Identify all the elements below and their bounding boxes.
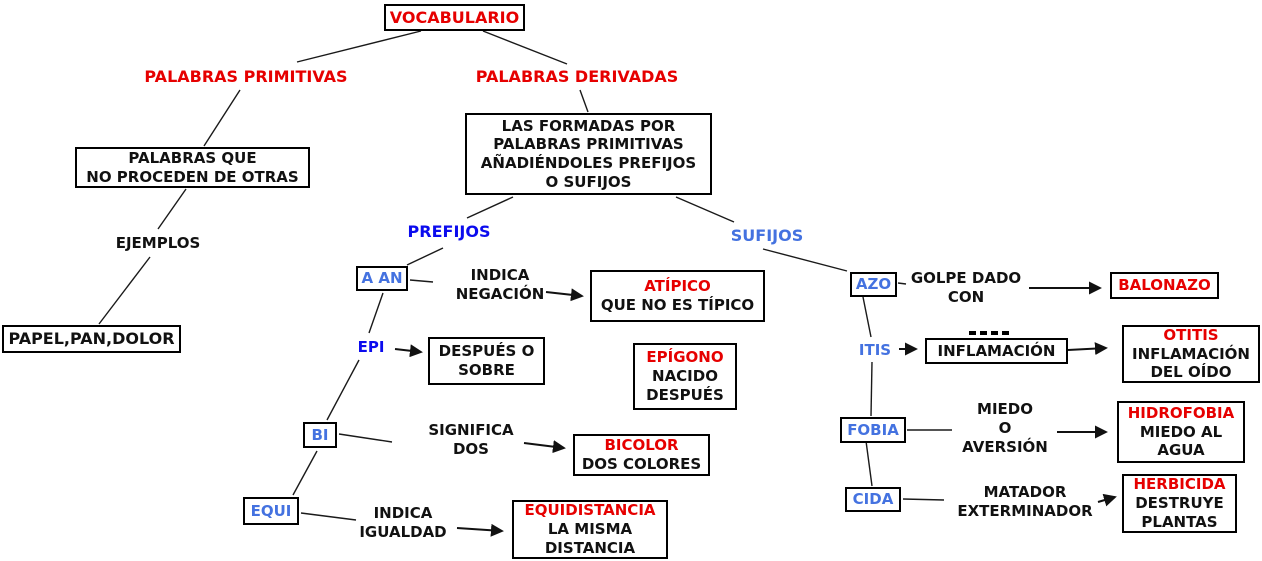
node-ejemplos: EJEMPLOS <box>115 234 201 252</box>
node-sufijo-fobia: FOBIA <box>840 417 906 443</box>
azo-label: AZO <box>855 275 892 294</box>
bi-label: BI <box>311 425 329 444</box>
node-ejemplos-lista: PAPEL,PAN,DOLOR <box>2 325 181 353</box>
herbicida-title: HERBICIDA <box>1133 475 1226 494</box>
primitivas-def-line1: PALABRAS QUE <box>128 148 257 167</box>
balonazo-title: BALONAZO <box>1118 276 1211 295</box>
node-azo-significado: GOLPE DADO CON <box>905 269 1027 307</box>
node-bi-significado: SIGNIFICA DOS <box>420 421 522 459</box>
node-palabras-primitivas: PALABRAS PRIMITIVAS <box>144 67 348 86</box>
node-cida-significado: MATADOR EXTERMINADOR <box>950 483 1100 521</box>
atipico-title: ATÍPICO <box>644 277 711 296</box>
otitis-title: OTITIS <box>1163 325 1219 344</box>
hidrofobia-title: HIDROFOBIA <box>1127 403 1235 422</box>
bi-desc-line1: SIGNIFICA <box>428 421 514 439</box>
equi-desc-line2: IGUALDAD <box>359 522 447 541</box>
node-itis-significado: INFLAMACIÓN <box>925 338 1068 364</box>
derivadas-def-line2: PALABRAS PRIMITIVAS <box>493 135 684 154</box>
fobia-desc-line2: O <box>998 418 1012 437</box>
hidrofobia-line3: AGUA <box>1157 441 1205 460</box>
epigono-line2: NACIDO <box>652 367 718 386</box>
equidistancia-title: EQUIDISTANCIA <box>524 501 656 520</box>
hidrofobia-line2: MIEDO AL <box>1139 422 1223 441</box>
bicolor-line2: DOS COLORES <box>581 455 702 473</box>
node-equi-significado: INDICA IGUALDAD <box>352 504 454 542</box>
a-an-label: A AN <box>361 269 403 288</box>
node-vocabulario: VOCABULARIO <box>384 4 525 31</box>
bi-desc-line2: DOS <box>452 439 489 458</box>
atipico-line2: QUE NO ES TÍPICO <box>600 296 755 314</box>
azo-desc-line2: CON <box>947 287 985 306</box>
node-prefijo-epi: EPI <box>357 338 385 356</box>
node-ejemplo-equidistancia: EQUIDISTANCIA LA MISMA DISTANCIA <box>512 500 668 559</box>
node-prefijo-equi: EQUI <box>243 497 299 525</box>
node-fobia-significado: MIEDO O AVERSIÓN <box>955 400 1055 456</box>
node-sufijo-cida: CIDA <box>845 487 901 512</box>
a-an-desc-line2: NEGACIÓN <box>455 284 545 303</box>
azo-desc-line1: GOLPE DADO <box>910 269 1022 287</box>
node-sufijos: SUFIJOS <box>730 226 804 245</box>
a-an-desc-line1: INDICA <box>470 266 530 284</box>
ejemplos-lista-label: PAPEL,PAN,DOLOR <box>8 329 175 348</box>
node-palabras-derivadas: PALABRAS DERIVADAS <box>475 67 679 86</box>
derivadas-def-line4: O SUFIJOS <box>545 172 632 191</box>
bicolor-title: BICOLOR <box>604 436 679 455</box>
node-a-an-significado: INDICA NEGACIÓN <box>450 266 550 304</box>
clipped-text-artifact <box>969 331 1009 335</box>
equidistancia-line3: DISTANCIA <box>544 538 636 557</box>
fobia-label: FOBIA <box>847 420 899 439</box>
otitis-line3: DEL OÍDO <box>1150 363 1232 382</box>
node-ejemplo-otitis: OTITIS INFLAMACIÓN DEL OÍDO <box>1122 325 1260 383</box>
epi-desc-line1: DESPUÉS O <box>438 342 535 361</box>
herbicida-line3: PLANTAS <box>1141 512 1218 531</box>
node-sufijo-itis: ITIS <box>858 341 892 359</box>
primitivas-def-line2: NO PROCEDEN DE OTRAS <box>86 167 299 186</box>
epigono-title: EPÍGONO <box>646 348 724 367</box>
node-ejemplo-herbicida: HERBICIDA DESTRUYE PLANTAS <box>1122 474 1237 533</box>
derivadas-def-line3: AÑADIÉNDOLES PREFIJOS <box>480 154 697 172</box>
node-ejemplo-atipico: ATÍPICO QUE NO ES TÍPICO <box>590 270 765 322</box>
cida-desc-line1: MATADOR <box>983 483 1067 501</box>
epi-desc-line2: SOBRE <box>458 361 515 379</box>
herbicida-line2: DESTRUYE <box>1135 494 1224 513</box>
node-sufijo-azo: AZO <box>850 272 897 297</box>
equi-desc-line1: INDICA <box>373 504 433 522</box>
node-ejemplo-balonazo: BALONAZO <box>1110 272 1219 299</box>
cida-desc-line2: EXTERMINADOR <box>957 501 1093 520</box>
node-prefijo-a-an: A AN <box>356 266 408 291</box>
itis-desc-label: INFLAMACIÓN <box>937 341 1056 360</box>
equi-label: EQUI <box>250 501 292 520</box>
derivadas-def-line1: LAS FORMADAS POR <box>501 116 676 135</box>
node-ejemplo-epigono: EPÍGONO NACIDO DESPUÉS <box>633 343 737 410</box>
node-prefijos: PREFIJOS <box>407 222 491 241</box>
node-ejemplo-bicolor: BICOLOR DOS COLORES <box>573 434 710 476</box>
node-prefijo-bi: BI <box>303 422 337 448</box>
node-ejemplo-hidrofobia: HIDROFOBIA MIEDO AL AGUA <box>1117 401 1245 463</box>
epigono-line3: DESPUÉS <box>646 385 724 404</box>
node-vocabulario-label: VOCABULARIO <box>389 7 520 27</box>
otitis-line2: INFLAMACIÓN <box>1132 344 1250 363</box>
equidistancia-line2: LA MISMA <box>547 520 633 539</box>
node-primitivas-definicion: PALABRAS QUE NO PROCEDEN DE OTRAS <box>75 147 310 188</box>
fobia-desc-line1: MIEDO <box>977 400 1033 418</box>
cida-label: CIDA <box>852 490 894 509</box>
node-epi-significado: DESPUÉS O SOBRE <box>428 337 545 385</box>
node-derivadas-definicion: LAS FORMADAS POR PALABRAS PRIMITIVAS AÑA… <box>465 113 712 195</box>
fobia-desc-line3: AVERSIÓN <box>962 437 1048 456</box>
